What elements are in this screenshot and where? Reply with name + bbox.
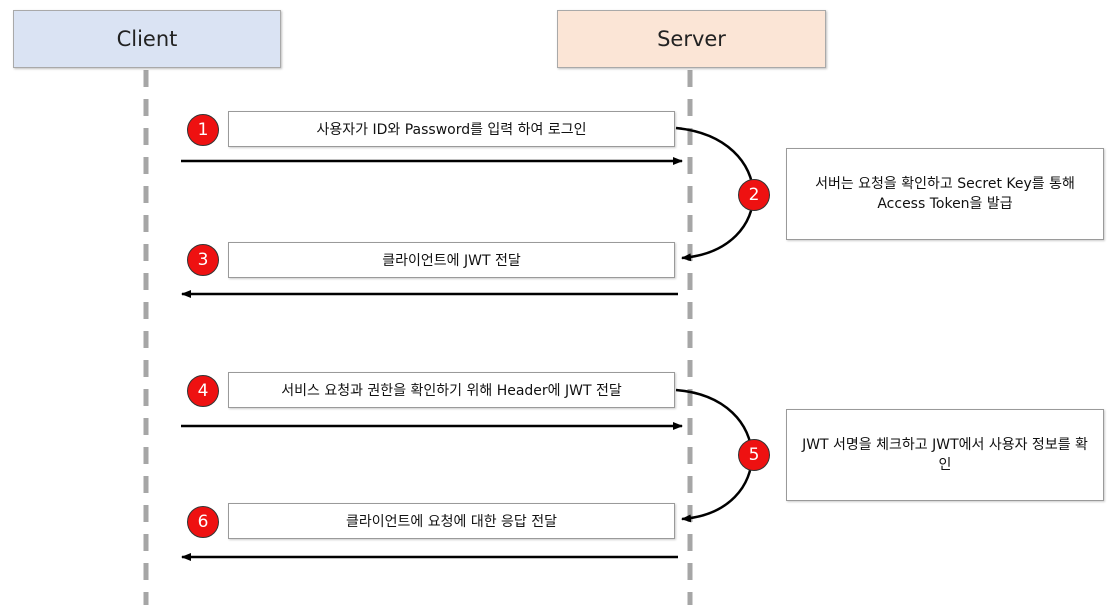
message-step-3-text: 클라이언트에 JWT 전달 bbox=[382, 253, 521, 269]
step-badge-6: 6 bbox=[187, 506, 219, 538]
note-step-5: JWT 서명을 체크하고 JWT에서 사용자 정보를 확인 bbox=[786, 409, 1104, 501]
message-step-1-text: 사용자가 ID와 Password를 입력 하여 로그인 bbox=[316, 122, 587, 138]
message-step-6: 클라이언트에 요청에 대한 응답 전달 bbox=[228, 503, 675, 539]
message-step-6-text: 클라이언트에 요청에 대한 응답 전달 bbox=[346, 514, 557, 530]
client-actor-label: Client bbox=[116, 27, 178, 51]
note-step-2: 서버는 요청을 확인하고 Secret Key를 통해 Access Token… bbox=[786, 148, 1104, 240]
message-step-4: 서비스 요청과 권한을 확인하기 위해 Header에 JWT 전달 bbox=[228, 372, 675, 408]
step-badge-5: 5 bbox=[738, 439, 770, 471]
server-actor-label: Server bbox=[657, 27, 726, 51]
message-step-4-text: 서비스 요청과 권한을 확인하기 위해 Header에 JWT 전달 bbox=[281, 383, 622, 399]
server-actor-header: Server bbox=[557, 10, 826, 68]
step-badge-2: 2 bbox=[738, 179, 770, 211]
message-step-1: 사용자가 ID와 Password를 입력 하여 로그인 bbox=[228, 111, 675, 147]
note-step-2-text: 서버는 요청을 확인하고 Secret Key를 통해 Access Token… bbox=[815, 176, 1075, 212]
step-badge-3: 3 bbox=[187, 244, 219, 276]
step-badge-1: 1 bbox=[187, 114, 219, 146]
message-step-3: 클라이언트에 JWT 전달 bbox=[228, 242, 675, 278]
step-badge-4: 4 bbox=[187, 375, 219, 407]
note-step-5-text: JWT 서명을 체크하고 JWT에서 사용자 정보를 확인 bbox=[802, 437, 1088, 473]
client-actor-header: Client bbox=[13, 10, 281, 68]
